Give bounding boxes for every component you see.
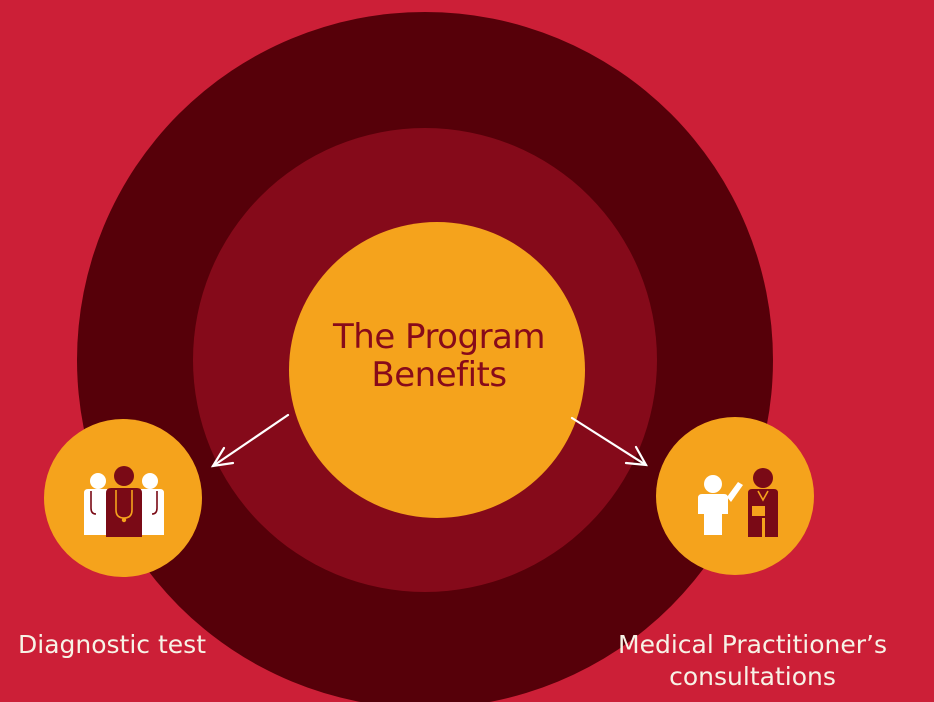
- doctor-patient-consultation-icon: [698, 468, 778, 537]
- consultation-label-line1: Medical Practitioner’s: [618, 630, 887, 659]
- center-title-line2: Benefits: [371, 355, 507, 395]
- center-title: The Program Benefits: [284, 318, 594, 394]
- arrow-right: [570, 416, 648, 467]
- medical-team-icon: [84, 466, 164, 537]
- arrow-left: [210, 413, 290, 468]
- consultation-label: Medical Practitioner’s consultations: [580, 629, 925, 693]
- diagnostic-test-label: Diagnostic test: [18, 630, 207, 659]
- core-circle: [289, 222, 585, 518]
- center-title-line1: The Program: [333, 317, 546, 357]
- consultation-label-line2: consultations: [669, 662, 836, 691]
